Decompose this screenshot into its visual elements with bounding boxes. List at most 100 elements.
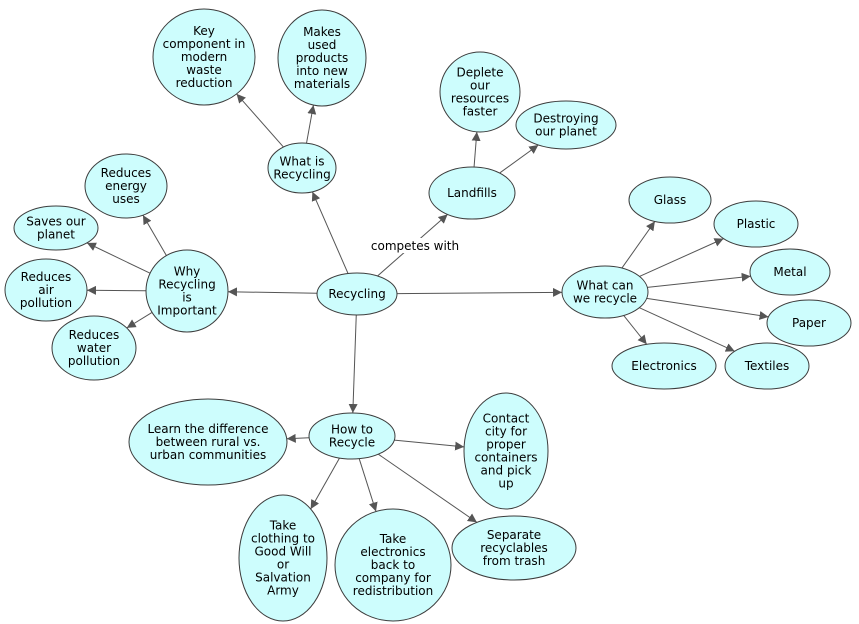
node-shape [611, 342, 717, 390]
node-label-line: is [182, 291, 192, 305]
node-label-line: Electronics [631, 359, 696, 373]
edges-layer: competes with [86, 93, 769, 523]
node-shape [316, 272, 398, 316]
node-shape [515, 100, 617, 150]
node-plastic[interactable]: Plastic [713, 200, 799, 248]
node-label-line: Salvation [255, 571, 311, 585]
node-label-line: Glass [654, 193, 687, 207]
node-label-line: waste [186, 63, 222, 77]
node-landfills[interactable]: Landfills [428, 166, 516, 220]
edge-what-can-we-recycle-to-glass [621, 221, 656, 269]
node-label-line: Learn the difference [147, 422, 268, 436]
node-label-line: up [498, 477, 513, 491]
node-textiles[interactable]: Textiles [724, 342, 810, 390]
node-shape [334, 508, 452, 622]
edge-what-can-we-recycle-to-plastic [639, 238, 724, 277]
node-label-line: Recycle [329, 436, 375, 450]
node-label-line: Take [379, 532, 407, 546]
edge-why-recycling-important-to-saves-planet [86, 242, 151, 274]
node-paper[interactable]: Paper [766, 299, 852, 347]
node-label-line: or [277, 558, 289, 572]
node-electronics[interactable]: Electronics [611, 342, 717, 390]
node-shape [628, 176, 712, 224]
node-label-line: Landfills [447, 186, 497, 200]
edge-recycling-to-how-to-recycle [348, 314, 358, 414]
node-label-line: How to [331, 423, 373, 437]
edge-label-background [369, 238, 461, 253]
node-recycling[interactable]: Recycling [316, 272, 398, 316]
node-label-line: Recycling [328, 287, 385, 301]
node-label-line: products [296, 51, 348, 65]
edge-landfills-to-deplete-resources [471, 131, 481, 168]
edge-what-is-recycling-to-key-component [236, 93, 284, 148]
node-label-line: Paper [792, 316, 826, 330]
node-shape [51, 315, 137, 381]
node-label-line: Contact [483, 412, 530, 426]
node-label-line: air [38, 283, 54, 297]
node-label-line: Important [157, 304, 217, 318]
edge-why-recycling-important-to-reduces-water-pollution [126, 311, 153, 329]
edge-how-to-recycle-to-contact-city [394, 439, 465, 451]
node-label-line: Why [174, 265, 201, 279]
node-label: Recycling [328, 287, 385, 301]
node-shape [439, 51, 521, 133]
node-label: Glass [654, 193, 687, 207]
edge-recycling-to-why-recycling-important [227, 287, 318, 297]
node-label-line: pollution [68, 354, 120, 368]
node-label-line: Take [269, 519, 297, 533]
node-label-line: materials [294, 77, 350, 91]
node-shape [451, 515, 577, 581]
node-shape [238, 494, 328, 622]
node-label-line: water [77, 341, 111, 355]
node-label-line: Reduces [101, 166, 152, 180]
node-label-line: and pick [481, 464, 532, 478]
node-metal[interactable]: Metal [749, 248, 831, 296]
node-shape [13, 205, 99, 251]
node-label-line: energy [105, 179, 147, 193]
node-shape [749, 248, 831, 296]
node-label-line: from trash [483, 554, 546, 568]
node-label-line: our [470, 79, 490, 93]
node-label-line: Key [193, 24, 215, 38]
node-shape [561, 265, 649, 319]
node-glass[interactable]: Glass [628, 176, 712, 224]
node-shape [4, 258, 88, 322]
node-label: Electronics [631, 359, 696, 373]
edge-landfills-to-destroying-planet [499, 144, 539, 174]
node-shape [267, 142, 337, 194]
node-label-line: planet [37, 228, 75, 242]
node-label-line: Metal [773, 265, 806, 279]
node-label-line: company for [355, 571, 431, 585]
node-shape [308, 412, 396, 460]
node-label-line: we recycle [573, 292, 637, 306]
node-label-line: our planet [535, 125, 597, 139]
edge-what-can-we-recycle-to-electronics [623, 315, 648, 345]
node-label-line: into new [296, 64, 348, 78]
node-label-line: Army [267, 584, 299, 598]
